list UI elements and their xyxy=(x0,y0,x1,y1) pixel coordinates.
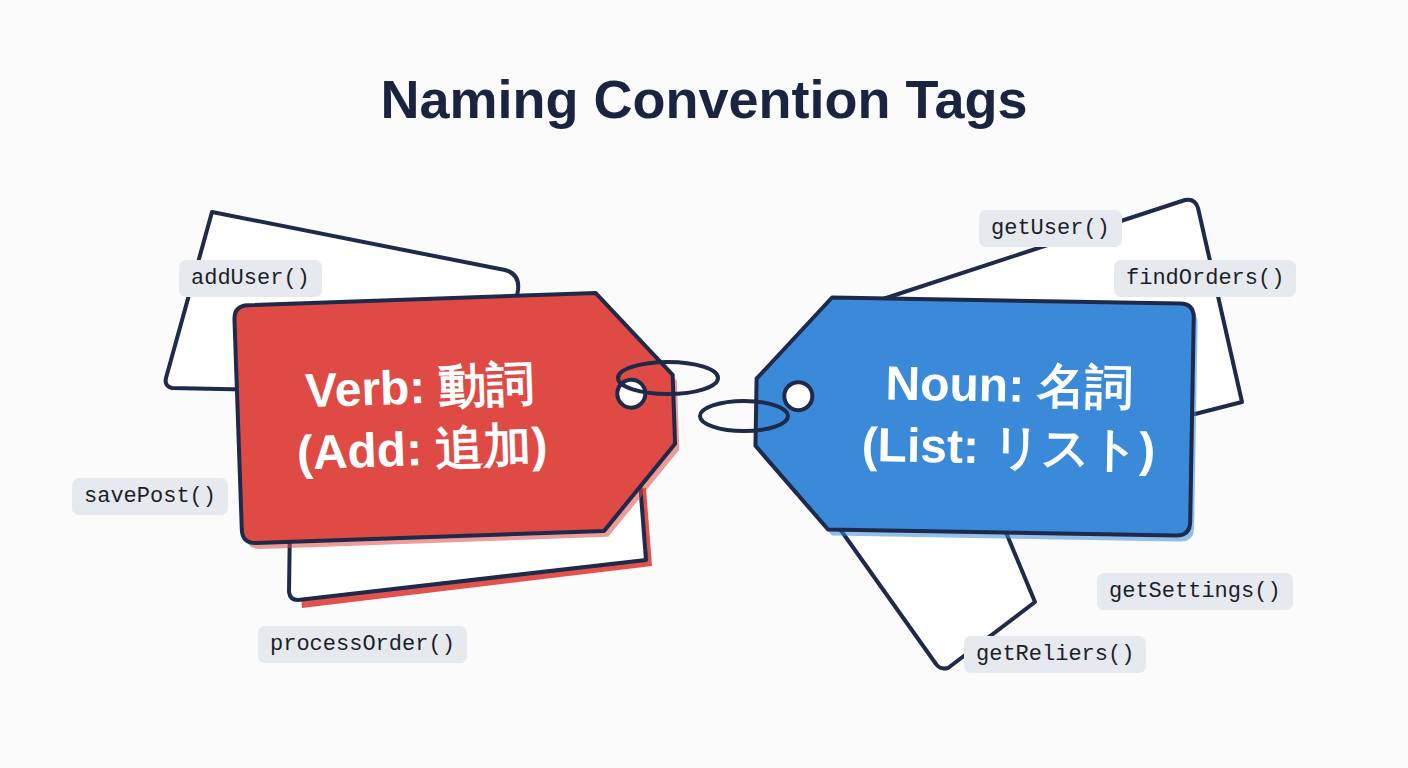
tag-label: Verb: 動詞(Add: 追加) xyxy=(230,286,682,547)
tag-shape xyxy=(230,286,682,547)
tag-hole xyxy=(617,379,646,408)
diagram-title: Naming Convention Tags xyxy=(0,68,1408,130)
tag-subtitle: (List: リスト) xyxy=(861,414,1156,482)
code-chip: getUser() xyxy=(979,210,1122,247)
function-name: findOrders() xyxy=(1126,266,1284,291)
function-name: getUser() xyxy=(991,216,1110,241)
tag-body xyxy=(754,296,1194,536)
code-chip: getReliers() xyxy=(964,636,1146,673)
function-name: getReliers() xyxy=(976,642,1134,667)
code-chip: savePost() xyxy=(72,478,228,515)
function-name: processOrder() xyxy=(270,632,455,657)
tag-body xyxy=(234,290,678,543)
tag-label: Noun: 名詞(List: リスト) xyxy=(750,292,1198,540)
name-tag: Noun: 名詞(List: リスト) xyxy=(750,292,1198,540)
function-name: addUser() xyxy=(191,266,310,291)
tag-shape xyxy=(750,292,1198,540)
tag-subtitle: (Add: 追加) xyxy=(296,414,549,485)
function-name: getSettings() xyxy=(1109,579,1281,604)
tag-hole xyxy=(784,382,812,410)
code-chip: findOrders() xyxy=(1114,260,1296,297)
function-name: savePost() xyxy=(84,484,216,509)
tag-heading: Noun: 名詞 xyxy=(885,352,1134,419)
code-chip: addUser() xyxy=(179,260,322,297)
name-tag: Verb: 動詞(Add: 追加) xyxy=(230,286,682,547)
code-chip: processOrder() xyxy=(258,626,467,663)
tag-heading: Verb: 動詞 xyxy=(304,352,535,422)
code-chip: getSettings() xyxy=(1097,573,1293,610)
